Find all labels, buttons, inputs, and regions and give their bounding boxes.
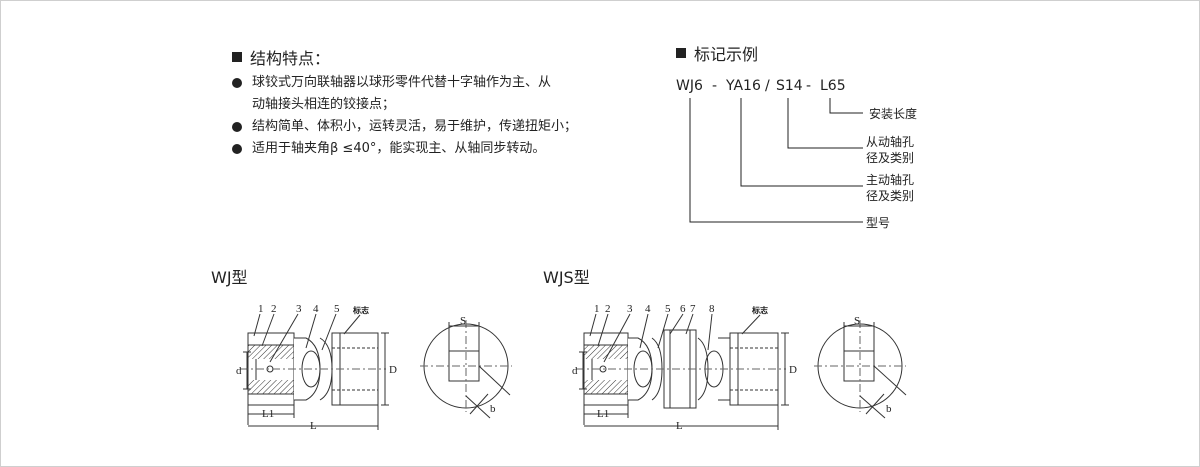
label-driven-bore-2: 径及类别	[866, 151, 915, 165]
wjs-end-view	[814, 320, 907, 419]
dim-label-L: L	[310, 420, 317, 432]
code-model: WJ6	[676, 78, 703, 94]
wj-end-view	[420, 320, 512, 419]
code-separator: -	[806, 78, 812, 94]
label-install-length: 安装长度	[869, 107, 918, 121]
part-label: 6	[680, 303, 686, 315]
code-separator: /	[765, 78, 770, 94]
dim-label-S: S	[460, 315, 466, 327]
round-bullet-icon	[232, 122, 242, 132]
marking-heading: 标记示例	[676, 41, 758, 65]
dim-label-D: D	[789, 364, 797, 376]
part-label: 1	[258, 303, 264, 315]
features-heading: 结构特点：	[232, 45, 330, 69]
part-label: 4	[313, 303, 319, 315]
part-label: 5	[334, 303, 340, 315]
label-driving-bore-1: 主动轴孔	[866, 173, 915, 187]
part-label: 5	[665, 303, 671, 315]
wj-side-labels: 1 2 3 4 5 标志 d D L1 L	[236, 303, 397, 432]
list-item: 结构简单、体积小，运转灵活，易于维护，传递扭矩小；	[232, 116, 577, 138]
part-label: 1	[594, 303, 600, 315]
marking-leaders	[689, 98, 863, 223]
feature-text: 结构简单、体积小，运转灵活，易于维护，传递扭矩小；	[252, 119, 578, 134]
leader-driven-bore	[787, 98, 863, 149]
wj-side-view	[240, 313, 389, 430]
label-model: 型号	[866, 216, 891, 230]
wjs-side-view	[576, 313, 789, 430]
leader-length	[829, 98, 863, 114]
dim-label-L1: L1	[597, 408, 609, 420]
dim-label-S: S	[854, 315, 860, 327]
wjs-side-labels: 1 2 3 4 5 6 7 8 标志 d D L1 L	[572, 303, 797, 432]
mark-label: 标志	[352, 305, 369, 315]
square-bullet-icon	[232, 52, 242, 62]
marking-title: 标记示例	[694, 45, 759, 64]
square-bullet-icon	[676, 48, 686, 58]
drawing-title-wj: WJ型	[211, 268, 248, 287]
leader-driving-bore	[740, 98, 863, 187]
dim-label-L1: L1	[262, 408, 274, 420]
wj-end-labels: S b	[460, 315, 496, 415]
dim-label-b: b	[886, 403, 892, 415]
round-bullet-icon	[232, 78, 242, 88]
part-label: 3	[296, 303, 302, 315]
part-label: 2	[271, 303, 277, 315]
part-label: 8	[709, 303, 715, 315]
dim-label-d: d	[572, 365, 578, 377]
part-label: 4	[645, 303, 651, 315]
list-item: 球铰式万向联轴器以球形零件代替十字轴作为主、从	[232, 72, 577, 94]
dim-label-b: b	[490, 403, 496, 415]
drawing-title-wjs: WJS型	[543, 268, 590, 287]
wjs-end-labels: S b	[854, 315, 892, 415]
code-length: L65	[820, 78, 846, 94]
code-separator: -	[712, 78, 718, 94]
mark-label: 标志	[751, 305, 768, 315]
dim-label-L: L	[676, 420, 683, 432]
round-bullet-icon	[232, 144, 242, 154]
feature-text-continued: 动轴接头相连的铰接点；	[252, 97, 396, 112]
dim-label-D: D	[389, 364, 397, 376]
leader-model	[689, 98, 863, 223]
features-title: 结构特点：	[250, 49, 331, 68]
dim-label-d: d	[236, 365, 242, 377]
label-driven-bore-1: 从动轴孔	[866, 135, 915, 149]
part-label: 2	[605, 303, 611, 315]
feature-text: 适用于轴夹角β ≤40°，能实现主、从轴同步转动。	[252, 141, 546, 156]
part-label: 7	[690, 303, 696, 315]
code-driven-bore: S14	[776, 78, 803, 94]
code-driving-bore: YA16	[726, 78, 761, 94]
list-item: 适用于轴夹角β ≤40°，能实现主、从轴同步转动。	[232, 138, 577, 160]
part-label: 3	[627, 303, 633, 315]
label-driving-bore-2: 径及类别	[866, 189, 915, 203]
features-list: 球铰式万向联轴器以球形零件代替十字轴作为主、从 动轴接头相连的铰接点； 结构简单…	[232, 72, 577, 160]
feature-text: 球铰式万向联轴器以球形零件代替十字轴作为主、从	[252, 75, 552, 90]
